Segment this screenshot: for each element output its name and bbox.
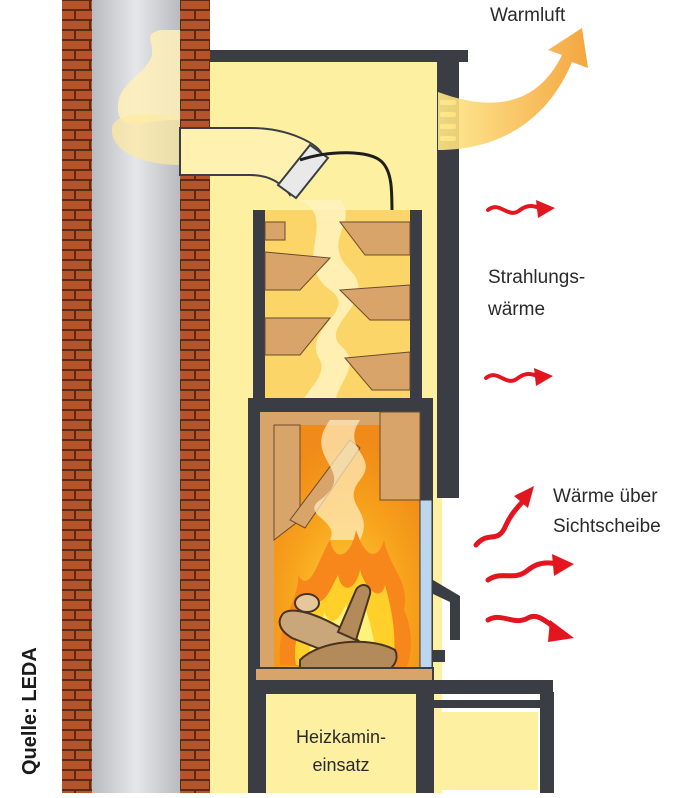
right-brick-wall bbox=[180, 0, 210, 793]
source-credit: Quelle: LEDA bbox=[19, 647, 41, 775]
firebox-smoke bbox=[314, 420, 366, 540]
heat-chamber-right-wall bbox=[410, 210, 422, 400]
baffle-plate bbox=[264, 317, 332, 356]
glass-heat-arrow bbox=[473, 486, 534, 548]
rising-flue-gas bbox=[298, 200, 359, 420]
label-insert-line2: einsatz bbox=[312, 755, 369, 775]
baffle-plate bbox=[264, 221, 286, 241]
base-right-leg bbox=[540, 692, 554, 793]
glass-heat-arrow bbox=[485, 613, 574, 642]
glass-door bbox=[419, 499, 433, 681]
right-cladding-wall bbox=[437, 58, 459, 498]
label-insert-line1: Heizkamin- bbox=[296, 727, 386, 747]
base-left-leg bbox=[248, 692, 266, 793]
label-warm-air: Warmluft bbox=[490, 5, 566, 26]
radiant-heat-arrow bbox=[484, 368, 553, 386]
baffle-plate bbox=[264, 251, 332, 291]
flue-hood bbox=[299, 151, 394, 216]
flue-smoke bbox=[111, 114, 180, 165]
log bbox=[336, 584, 372, 642]
door-knob bbox=[433, 650, 445, 662]
heat-chamber-left-wall bbox=[253, 210, 265, 400]
top-cladding-bar bbox=[210, 50, 468, 62]
firebox-liner-panel bbox=[379, 411, 421, 501]
glass-heat-arrow bbox=[485, 554, 574, 583]
base-right-panel bbox=[438, 712, 538, 790]
label-glass-heat-line1: Wärme über bbox=[553, 486, 658, 507]
door-handle bbox=[433, 580, 460, 640]
base-shelf bbox=[434, 700, 540, 708]
warm-air-stream bbox=[438, 28, 588, 150]
log-end bbox=[294, 593, 320, 613]
label-radiant-heat-line2: wärme bbox=[487, 299, 545, 320]
label-glass-heat-line2: Sichtscheibe bbox=[553, 516, 661, 537]
baffle-plate bbox=[344, 351, 411, 391]
radiant-heat-arrow bbox=[486, 200, 555, 218]
baffle-plate bbox=[338, 284, 411, 321]
firebox-floor bbox=[254, 667, 434, 683]
baffle-plate bbox=[338, 221, 411, 256]
base-middle-leg bbox=[416, 692, 434, 793]
insert-label-panel bbox=[270, 712, 412, 790]
base-top-plate bbox=[248, 680, 553, 694]
flue-smoke bbox=[117, 30, 180, 124]
label-radiant-heat-line1: Strahlungs- bbox=[488, 267, 585, 288]
left-brick-wall bbox=[62, 0, 92, 793]
